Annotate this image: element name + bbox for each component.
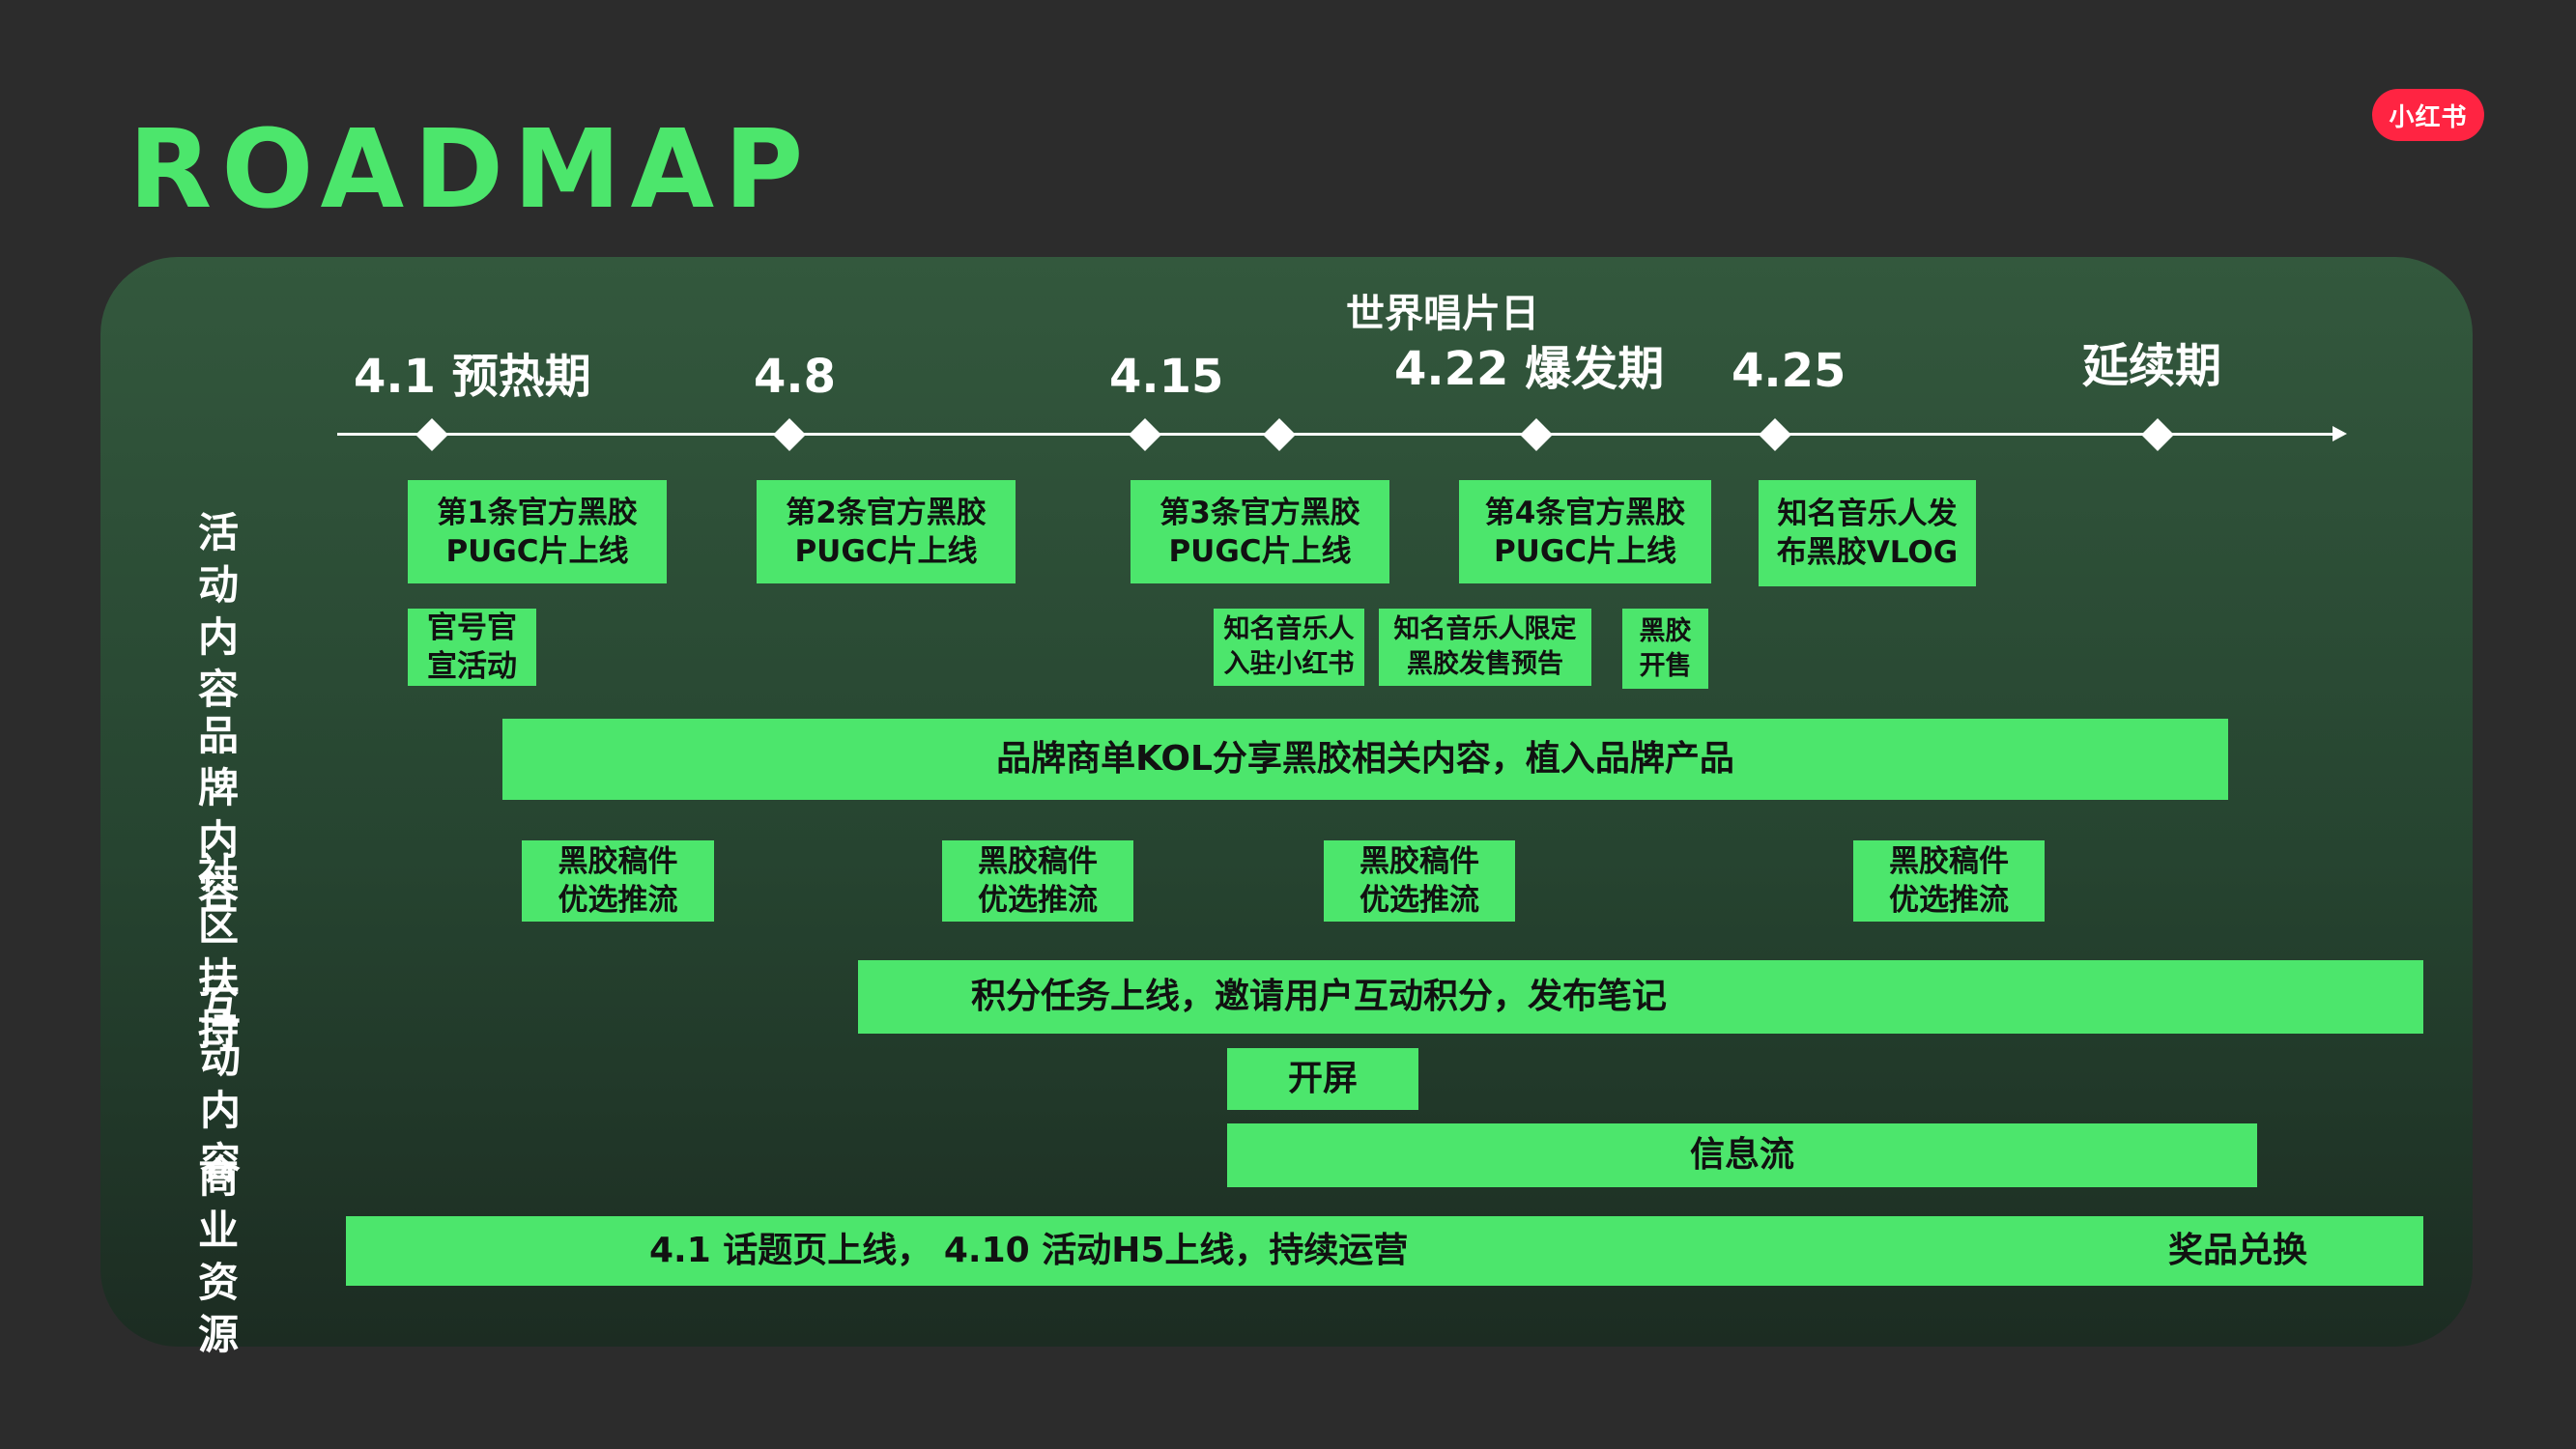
milestone-label-4-8: 4.8 (754, 350, 837, 404)
commercial-feed-bar: 信息流 (1227, 1123, 2257, 1187)
milestone-label-4-1: 4.1 预热期 (354, 350, 591, 404)
community-box-4: 黑胶稿件 优选推流 (1853, 840, 2045, 922)
row-label-commercial: 商业 资源 (198, 1154, 253, 1358)
timeline-axis (337, 433, 2337, 436)
timeline-arrow-icon (2333, 426, 2347, 441)
row-label-brand: 品牌 内容 (198, 712, 253, 916)
bottom-bar-text: 4.1 话题页上线， 4.10 活动H5上线，持续运营 (649, 1231, 1409, 1270)
activity-box-limited-preview: 知名音乐人限定 黑胶发售预告 (1379, 609, 1591, 686)
activity-box-pugc-3: 第3条官方黑胶 PUGC片上线 (1131, 480, 1389, 583)
xiaohongshu-logo: 小红书 (2372, 89, 2484, 141)
activity-box-pugc-1: 第1条官方黑胶 PUGC片上线 (408, 480, 667, 583)
activity-box-pugc-4: 第4条官方黑胶 PUGC片上线 (1459, 480, 1711, 583)
community-box-1: 黑胶稿件 优选推流 (522, 840, 714, 922)
milestone-label-4-25: 4.25 (1732, 344, 1846, 398)
activity-box-pugc-2: 第2条官方黑胶 PUGC片上线 (757, 480, 1016, 583)
milestone-label-4-15: 4.15 (1109, 350, 1224, 404)
prize-exchange-label: 奖品兑换 (2168, 1231, 2308, 1270)
activity-box-musician-vlog: 知名音乐人发 布黑胶VLOG (1759, 480, 1976, 586)
page-title: ROADMAP (129, 107, 814, 233)
interaction-bar: 积分任务上线，邀请用户互动积分，发布笔记 (858, 960, 2423, 1034)
activity-box-official-announce: 官号官 宣活动 (408, 609, 536, 686)
commercial-splash-box: 开屏 (1227, 1048, 1418, 1110)
activity-box-musician-join: 知名音乐人 入驻小红书 (1214, 609, 1364, 686)
milestone-label-continuation: 延续期 (2082, 339, 2222, 393)
activity-box-vinyl-sale: 黑胶 开售 (1622, 609, 1708, 689)
brand-content-bar: 品牌商单KOL分享黑胶相关内容，植入品牌产品 (502, 719, 2228, 800)
commercial-bottom-bar: 4.1 话题页上线， 4.10 活动H5上线，持续运营 奖品兑换 (346, 1216, 2423, 1286)
community-box-2: 黑胶稿件 优选推流 (942, 840, 1133, 922)
row-label-interaction: 互动 内容 (200, 982, 255, 1186)
row-label-activity: 活动 内容 (198, 509, 253, 713)
milestone-label-record-day: 世界唱片日 (1346, 292, 1539, 336)
row-label-community: 社区 扶持 (198, 850, 253, 1054)
milestone-label-4-22: 4.22 爆发期 (1394, 342, 1665, 396)
community-box-3: 黑胶稿件 优选推流 (1324, 840, 1515, 922)
